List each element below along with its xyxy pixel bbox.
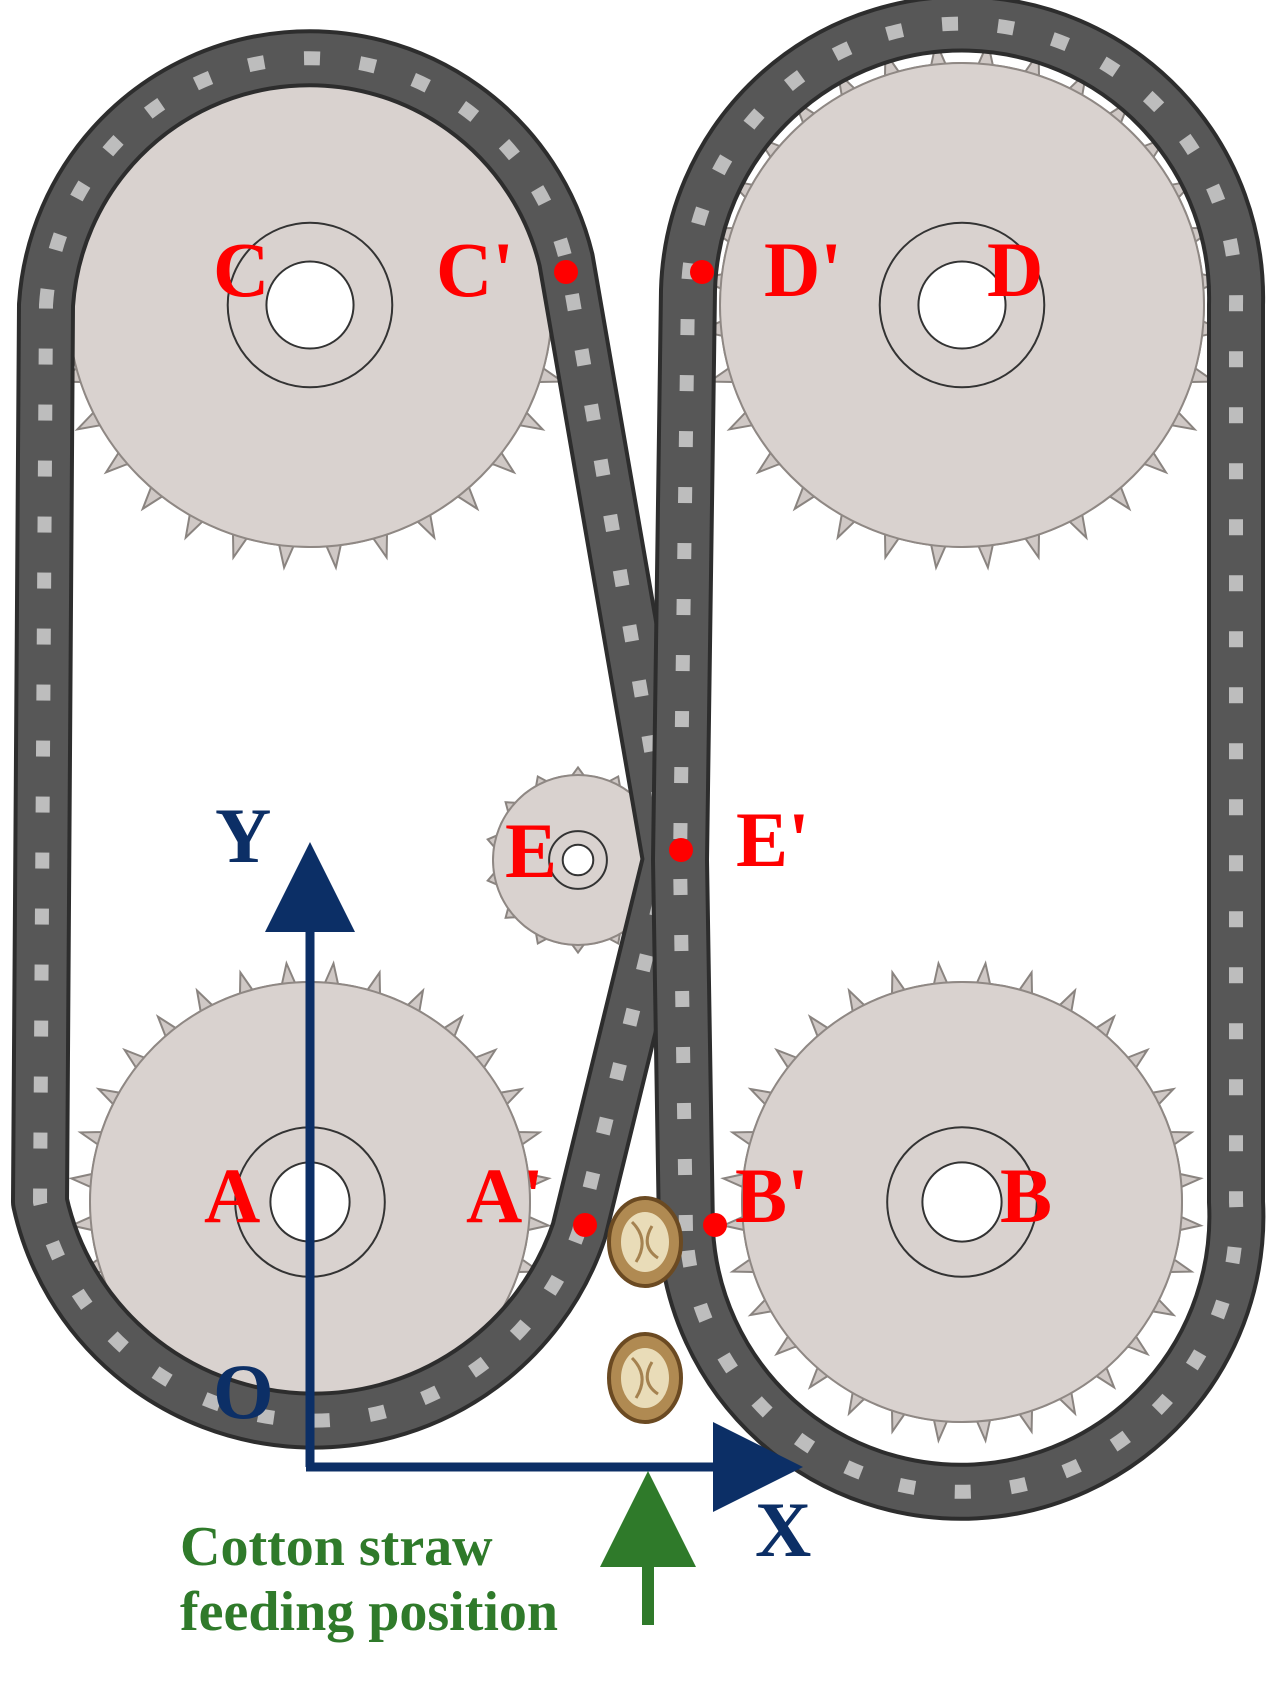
sprocket-wheel-b <box>720 960 1204 1444</box>
origin-label: O <box>213 1348 274 1435</box>
chain-right-links <box>673 16 1244 1499</box>
feed-label-line-2: feeding position <box>180 1581 558 1643</box>
sprocket-hub-hole <box>917 260 1007 350</box>
point-b-prime-marker <box>703 1213 727 1237</box>
cotton-straw-piece <box>607 1332 683 1424</box>
sprocket-hub-ring <box>226 221 394 389</box>
y-axis-label: Y <box>215 792 271 879</box>
label-b-prime: B' <box>735 1152 809 1239</box>
label-e-prime: E' <box>736 796 810 883</box>
cotton-straw-piece <box>607 1196 683 1288</box>
sprocket-hub-hole <box>265 260 355 350</box>
sprocket-hub-hole <box>921 1161 1003 1243</box>
point-d-prime-marker <box>690 260 714 284</box>
x-axis-label: X <box>755 1486 811 1573</box>
sprocket-hub-ring <box>878 221 1046 389</box>
label-d-prime: D' <box>764 226 842 313</box>
label-c-prime: C' <box>436 226 514 313</box>
point-c-prime-marker <box>554 260 578 284</box>
sprocket-hub-ring <box>886 1126 1038 1278</box>
label-b: B <box>1000 1152 1052 1239</box>
sprocket-wheel-d <box>696 39 1228 571</box>
point-a-prime-marker <box>573 1213 597 1237</box>
label-d: D <box>987 226 1043 313</box>
label-e: E <box>505 807 557 894</box>
label-c: C <box>213 226 269 313</box>
sprocket-wheel-c <box>44 39 576 571</box>
label-a-prime: A' <box>466 1152 544 1239</box>
point-e-prime-marker <box>669 838 693 862</box>
sprocket-hub-ring <box>548 830 608 890</box>
label-a: A <box>204 1152 260 1239</box>
feed-label-line-1: Cotton straw <box>180 1516 493 1578</box>
sprocket-hub-hole <box>561 843 595 877</box>
